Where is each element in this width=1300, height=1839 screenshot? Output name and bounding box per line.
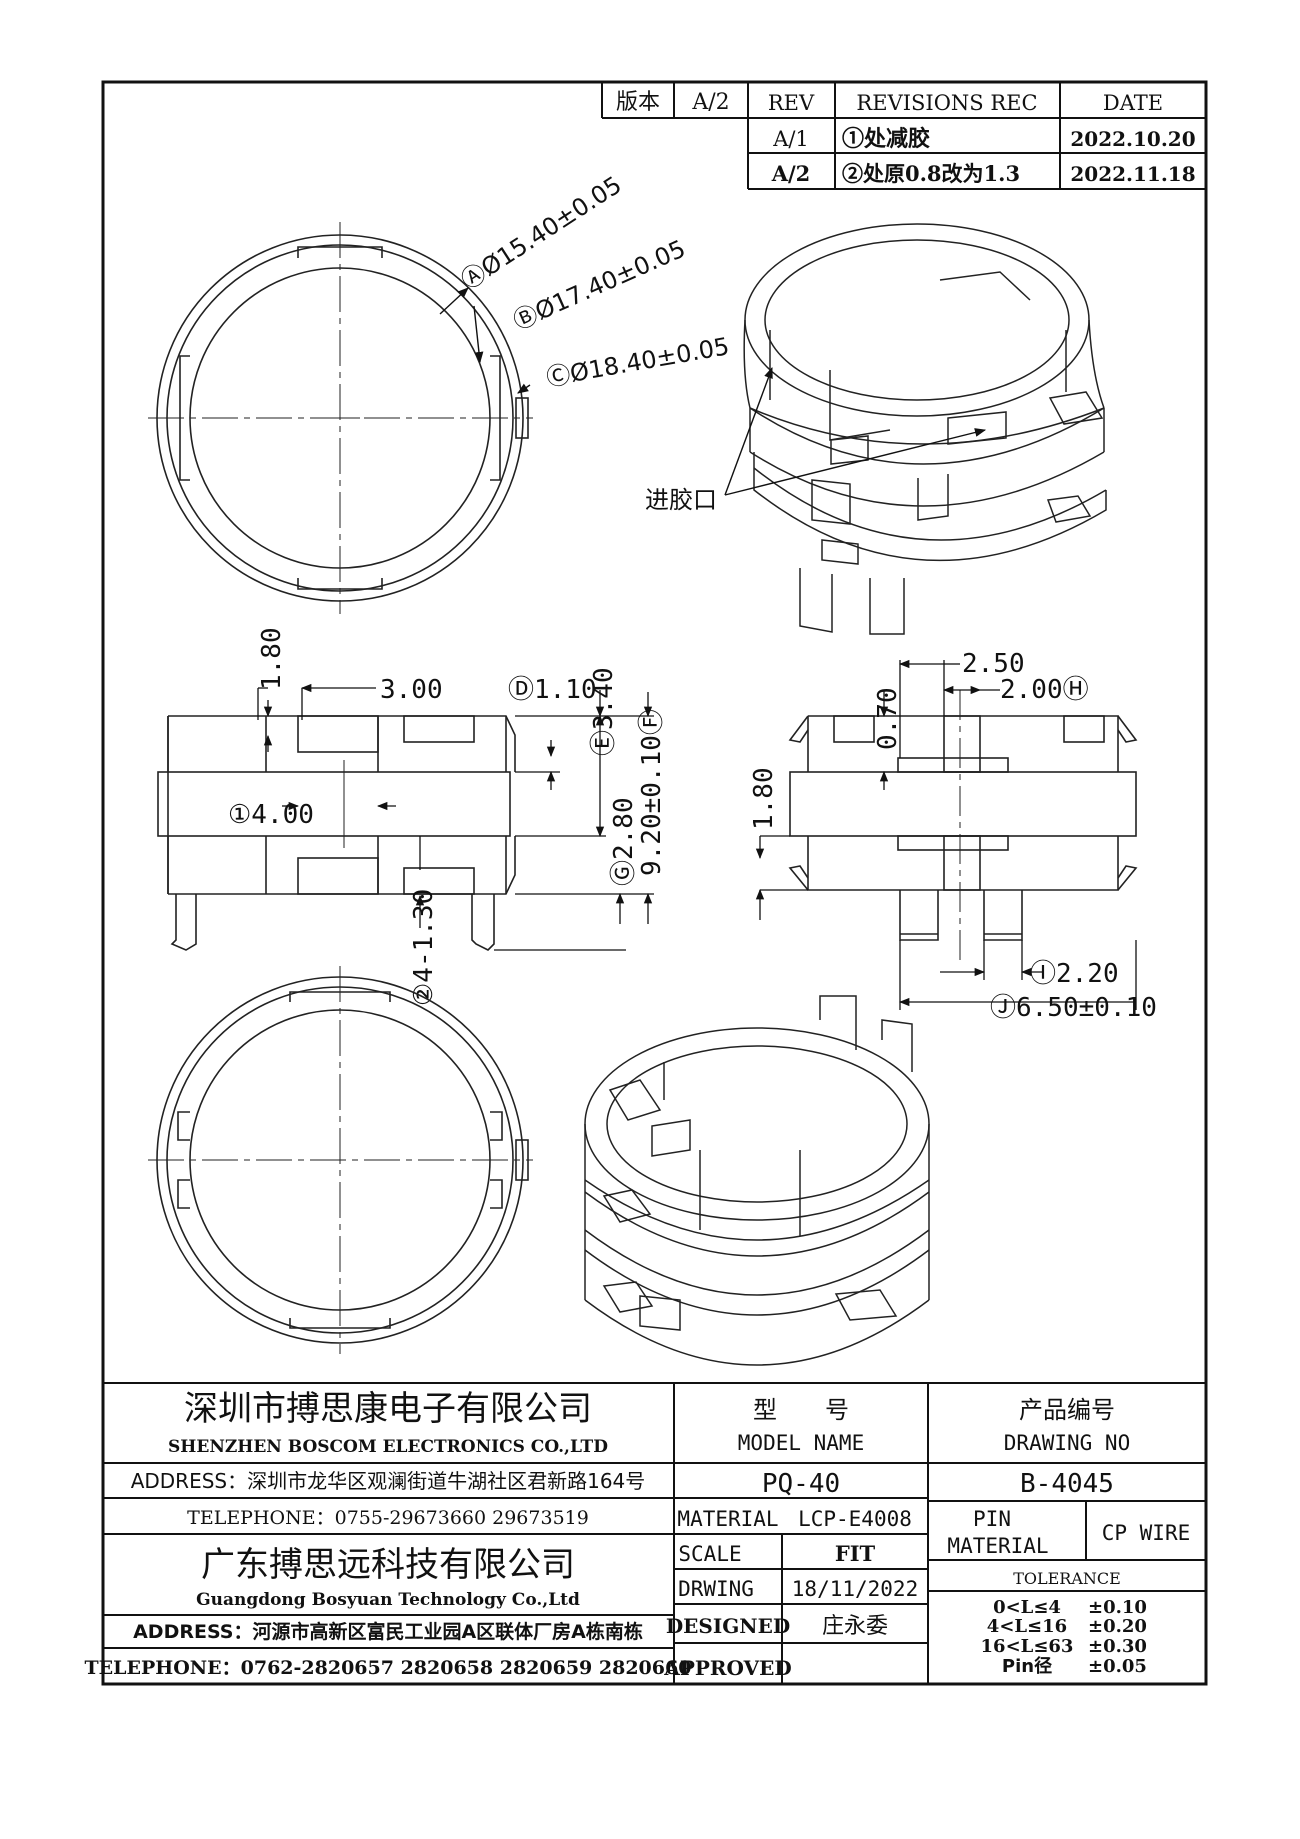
- dimension-200: 2.00Ⓗ: [1000, 675, 1089, 705]
- front-view: [157, 715, 516, 951]
- dimension-400: ①4.00: [228, 800, 314, 830]
- dimension-130: ②4-1.30: [409, 889, 439, 1006]
- model-value: PQ-40: [762, 1469, 840, 1499]
- revisions-rec-header: REVISIONS REC: [856, 91, 1037, 115]
- tolerance-label: TOLERANCE: [1013, 1569, 1121, 1588]
- front-dimension-lines: [257, 683, 654, 951]
- rec-row-2: ②处原0.8改为1.3: [842, 161, 1020, 186]
- company-address-2: ADDRESS：河源市高新区富民工业园A区联体厂房A栋南栋: [133, 1620, 643, 1643]
- dimension-250: 2.50: [962, 649, 1025, 679]
- sheet-border: [101, 80, 1208, 1686]
- tolerance-range-3: 16<L≤63: [981, 1636, 1074, 1657]
- revision-table: [601, 82, 1206, 190]
- top-view: [148, 222, 533, 614]
- side-dimension-lines: [755, 659, 1137, 1010]
- date-header: DATE: [1103, 91, 1163, 115]
- material-label: MATERIAL: [677, 1507, 778, 1531]
- dimension-220: Ⓘ2.20: [1030, 959, 1119, 989]
- tolerance-range-4: Pin径: [1002, 1655, 1052, 1677]
- tolerance-value-2: ±0.20: [1088, 1616, 1147, 1637]
- material-value: LCP-E4008: [798, 1507, 912, 1531]
- side-view: [788, 690, 1138, 960]
- gate-leaders: [724, 366, 987, 496]
- rev-header: REV: [768, 91, 815, 115]
- iso-view-bottom: [584, 995, 930, 1366]
- tolerance-value-1: ±0.10: [1088, 1597, 1147, 1618]
- drawing-no-label-cn: 产品编号: [1019, 1396, 1115, 1424]
- model-label-en: MODEL NAME: [738, 1431, 864, 1455]
- dimension-920: 9.20±0.10Ⓕ: [637, 709, 667, 876]
- company-name-en: SHENZHEN BOSCOM ELECTRONICS CO.,LTD: [168, 1437, 608, 1457]
- company-telephone-1: TELEPHONE：0755-29673660 29673519: [187, 1507, 589, 1529]
- designed-value: 庄永委: [822, 1614, 888, 1639]
- date-row-1: 2022.10.20: [1070, 127, 1195, 151]
- rev-row-1: A/1: [772, 127, 809, 151]
- company2-name-en: Guangdong Bosyuan Technology Co.,Ltd: [196, 1590, 580, 1610]
- rec-row-1: ①处减胶: [842, 126, 930, 152]
- dimension-180-top: 1.80: [257, 627, 287, 690]
- bottom-view: [148, 966, 533, 1354]
- model-label-cn: 型 号: [753, 1396, 849, 1424]
- drwing-value: 18/11/2022: [792, 1577, 918, 1601]
- drawing-no-label-en: DRAWING NO: [1004, 1431, 1130, 1455]
- pin-material-label-1: PIN: [973, 1507, 1011, 1531]
- iso-view-top: [743, 223, 1107, 635]
- scale-value: FIT: [835, 1541, 876, 1566]
- version-label: 版本: [616, 90, 660, 115]
- gate-label: 进胶口: [645, 486, 717, 514]
- designed-label: DESIGNED: [666, 1614, 790, 1638]
- tolerance-value-3: ±0.30: [1088, 1636, 1147, 1657]
- dimension-300: 3.00: [380, 675, 443, 705]
- scale-label: SCALE: [678, 1542, 741, 1566]
- dimension-340: Ⓔ3.40: [589, 667, 619, 756]
- dimension-070: 0.70: [873, 687, 903, 750]
- date-row-2: 2022.11.18: [1070, 162, 1195, 186]
- tolerance-range-1: 0<L≤4: [993, 1597, 1061, 1618]
- title-block-grid: [103, 1382, 1206, 1684]
- tolerance-value-4: ±0.05: [1088, 1656, 1147, 1677]
- drawing-no-value: B-4045: [1020, 1469, 1114, 1499]
- dimension-dia-c: ⒸØ18.40±0.05: [544, 332, 731, 392]
- drwing-label: DRWING: [678, 1577, 754, 1601]
- pin-material-value: CP WIRE: [1102, 1521, 1191, 1545]
- tolerance-range-2: 4<L≤16: [987, 1616, 1067, 1637]
- approved-label: APPROVED: [663, 1656, 791, 1680]
- version-value: A/2: [691, 90, 729, 115]
- company2-name-cn: 广东搏思远科技有限公司: [201, 1545, 575, 1585]
- dimension-110: Ⓓ1.10: [508, 675, 597, 705]
- dimension-650: Ⓙ6.50±0.10: [990, 993, 1157, 1023]
- dimension-180-right: 1.80: [749, 767, 779, 830]
- rev-row-2: A/2: [771, 161, 811, 186]
- company-name-cn: 深圳市搏思康电子有限公司: [184, 1389, 592, 1429]
- dimension-280: Ⓖ2.80: [609, 797, 639, 886]
- diameter-leaders: [439, 287, 531, 394]
- pin-material-label-2: MATERIAL: [947, 1534, 1048, 1558]
- company-address-1: ADDRESS：深圳市龙华区观澜街道牛湖社区君新路164号: [131, 1469, 646, 1493]
- company-telephone-2: TELEPHONE：0762-2820657 2820658 2820659 2…: [85, 1657, 692, 1679]
